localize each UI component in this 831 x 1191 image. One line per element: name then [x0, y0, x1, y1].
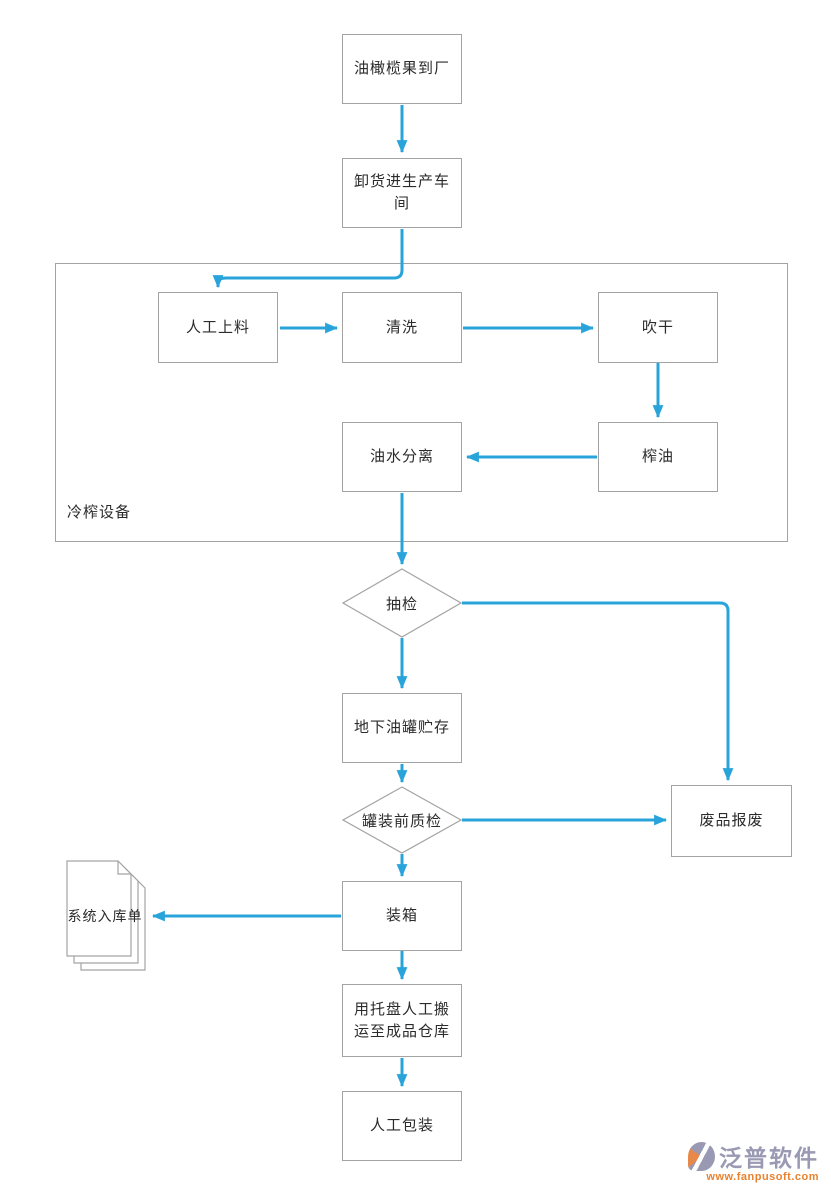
node-pallet: 用托盘人工搬运至成品仓库	[342, 984, 462, 1057]
node-arrival: 油橄榄果到厂	[342, 34, 462, 104]
connector-sampling-scrap	[462, 601, 734, 782]
brand-watermark: 泛普软件 www.fanpusoft.com	[688, 1139, 819, 1183]
brand-name: 泛普软件	[719, 1145, 819, 1171]
node-separation-label: 油水分离	[369, 448, 434, 466]
node-drying: 吹干	[598, 292, 718, 363]
node-drying-label: 吹干	[641, 318, 674, 336]
document-text: 系统入库单	[67, 908, 143, 924]
node-unload: 卸货进生产车间	[342, 158, 462, 228]
node-arrival-label: 油橄榄果到厂	[353, 60, 450, 78]
node-packing-label: 人工包装	[369, 1117, 434, 1135]
node-feeding: 人工上料	[158, 292, 278, 363]
fanpu-logo-icon	[688, 1141, 715, 1171]
diamond-precheck-label: 罐装前质检	[347, 805, 457, 835]
node-pallet-label: 用托盘人工搬运至成品仓库	[353, 1000, 450, 1040]
diamond-sampling-label: 抽检	[352, 588, 452, 618]
node-boxing-label: 装箱	[385, 907, 418, 925]
group-label: 冷榨设备	[67, 504, 132, 521]
node-storage: 地下油罐贮存	[342, 693, 462, 763]
node-packing: 人工包装	[342, 1091, 462, 1161]
node-storage-label: 地下油罐贮存	[353, 719, 450, 737]
diamond-sampling-text: 抽检	[385, 595, 418, 613]
document-page-1	[66, 860, 132, 957]
document-icon	[66, 860, 146, 971]
node-pressing: 榨油	[598, 422, 718, 492]
group-cold-press-equipment	[55, 263, 788, 542]
node-washing-label: 清洗	[385, 318, 418, 336]
connector-unload-feeding	[212, 229, 404, 289]
node-pressing-label: 榨油	[641, 448, 674, 466]
node-unload-label: 卸货进生产车间	[353, 173, 450, 212]
diamond-sampling	[341, 568, 463, 638]
node-feeding-label: 人工上料	[185, 318, 250, 336]
brand-url[interactable]: www.fanpusoft.com	[706, 1171, 819, 1183]
diamond-precheck-text: 罐装前质检	[361, 812, 442, 830]
document-label: 系统入库单	[60, 903, 150, 929]
node-scrap: 废品报废	[671, 785, 792, 857]
document-dog-ear	[117, 861, 131, 875]
node-scrap-label: 废品报废	[699, 812, 764, 830]
node-separation: 油水分离	[342, 422, 462, 492]
diamond-precheck	[341, 786, 463, 854]
node-boxing: 装箱	[342, 881, 462, 951]
node-washing: 清洗	[342, 292, 462, 363]
